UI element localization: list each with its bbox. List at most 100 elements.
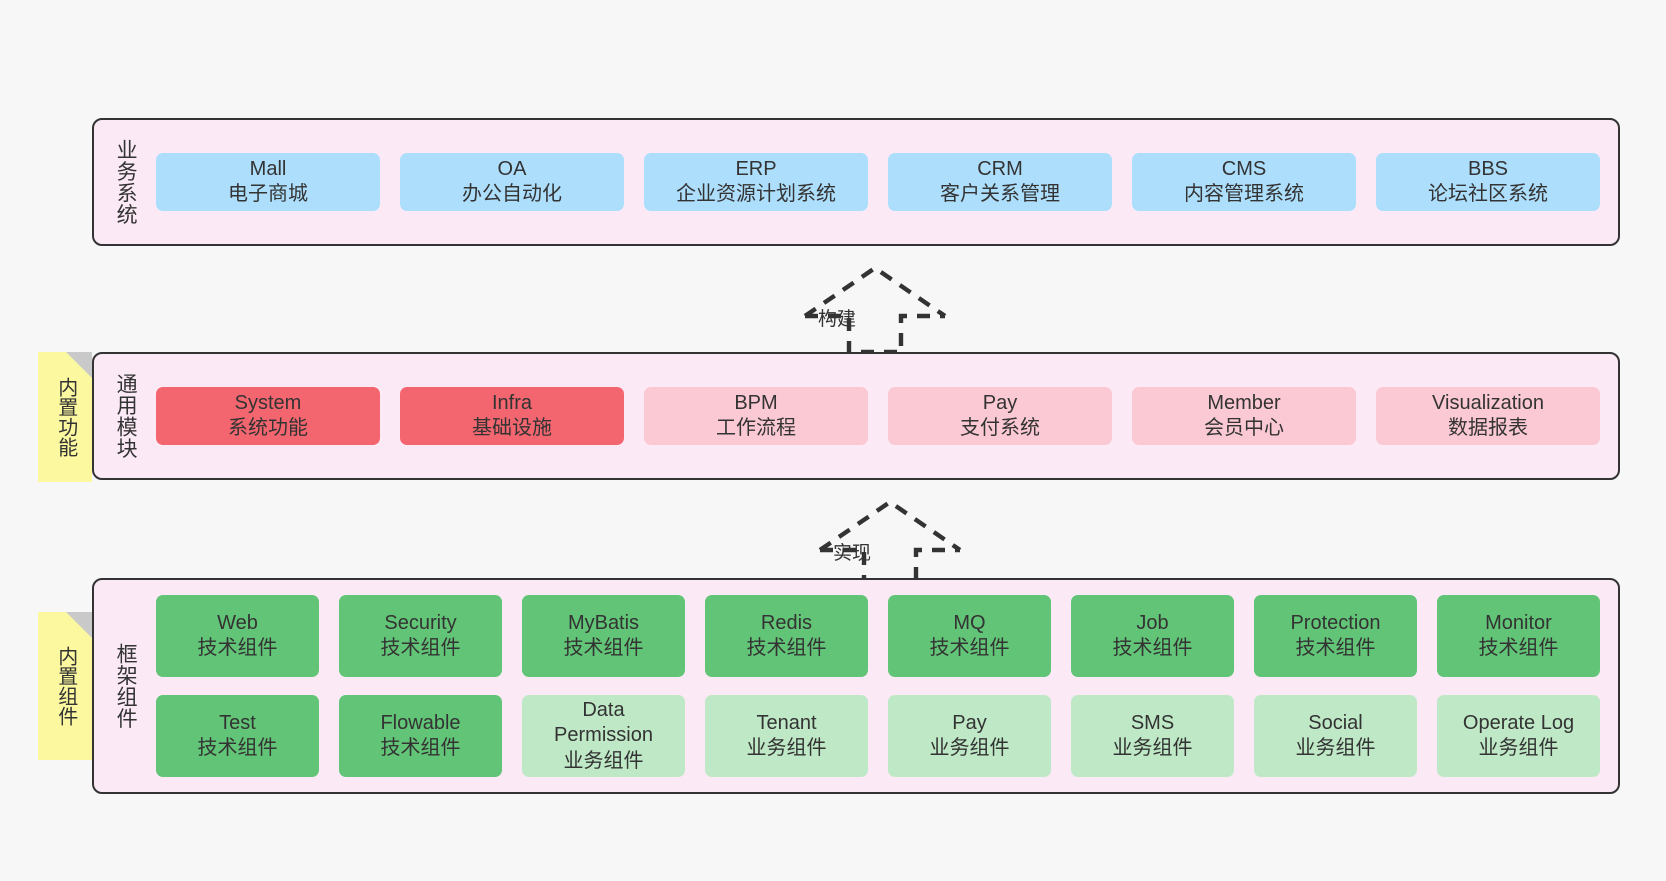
card-subtitle: 系统功能	[228, 417, 308, 439]
card-subtitle: 客户关系管理	[940, 183, 1060, 205]
card-erp[interactable]: ERP 企业资源计划系统	[644, 152, 868, 212]
card-title: Security	[384, 611, 457, 634]
card-subtitle: 论坛社区系统	[1428, 183, 1548, 205]
card-test[interactable]: Test 技术组件	[156, 695, 319, 777]
layer-title-common-modules: 通用模块	[114, 373, 138, 459]
card-tenant[interactable]: Tenant 业务组件	[705, 695, 868, 777]
card-subtitle: 基础设施	[472, 417, 552, 439]
card-subtitle: 会员中心	[1204, 417, 1284, 439]
layer-business-systems: 业务系统 Mall 电子商城 OA 办公自动化 ERP 企业资源计划系统 CRM…	[92, 118, 1620, 246]
sticky-note-label: 内置组件	[54, 646, 77, 726]
card-flowable[interactable]: Flowable 技术组件	[339, 695, 502, 777]
card-title: BBS	[1467, 157, 1509, 180]
card-title: Redis	[760, 611, 813, 634]
card-mall[interactable]: Mall 电子商城	[156, 152, 380, 212]
card-subtitle: 业务组件	[1478, 737, 1559, 759]
card-subtitle: 电子商城	[228, 183, 308, 205]
layer-body-common-modules: System 系统功能 Infra 基础设施 BPM 工作流程 Pay 支付系统…	[148, 354, 1618, 478]
card-title: Visualization	[1432, 391, 1544, 414]
card-title: Monitor	[1485, 611, 1552, 634]
layer-framework-components: 框架组件 Web 技术组件 Security 技术组件 MyBatis 技术组件…	[92, 578, 1620, 794]
card-cms[interactable]: CMS 内容管理系统	[1132, 152, 1356, 212]
card-title: Tenant	[756, 711, 817, 734]
card-title: Test	[219, 711, 256, 734]
card-subtitle: 技术组件	[1112, 637, 1193, 659]
layer-title-business-systems: 业务系统	[114, 139, 138, 225]
card-sms[interactable]: SMS 业务组件	[1071, 695, 1234, 777]
card-monitor[interactable]: Monitor 技术组件	[1437, 595, 1600, 677]
card-subtitle: 业务组件	[1112, 737, 1193, 759]
card-bbs[interactable]: BBS 论坛社区系统	[1376, 152, 1600, 212]
card-subtitle: 业务组件	[746, 737, 827, 759]
card-subtitle: 业务组件	[1295, 737, 1376, 759]
sticky-note-builtin-features: 内置功能	[38, 352, 92, 482]
card-subtitle: 技术组件	[1295, 637, 1376, 659]
card-subtitle: 数据报表	[1448, 417, 1528, 439]
card-title: System	[234, 391, 302, 414]
card-title: Operate Log	[1462, 711, 1575, 734]
card-subtitle: 技术组件	[197, 737, 278, 759]
card-title: Infra	[491, 391, 533, 414]
card-row: Web 技术组件 Security 技术组件 MyBatis 技术组件 Redi…	[156, 595, 1600, 677]
sticky-note-label: 内置功能	[54, 377, 77, 457]
card-subtitle: 企业资源计划系统	[676, 183, 836, 205]
card-redis[interactable]: Redis 技术组件	[705, 595, 868, 677]
card-mq[interactable]: MQ 技术组件	[888, 595, 1051, 677]
connector-implement: 实现	[815, 496, 965, 589]
arrow-head-outline	[818, 499, 962, 552]
card-subtitle: 内容管理系统	[1184, 183, 1304, 205]
card-title: Pay	[982, 391, 1018, 414]
card-system[interactable]: System 系统功能	[156, 386, 380, 446]
card-operate-log[interactable]: Operate Log 业务组件	[1437, 695, 1600, 777]
card-infra[interactable]: Infra 基础设施	[400, 386, 624, 446]
connector-label-build: 构建	[818, 309, 857, 330]
layer-body-business-systems: Mall 电子商城 OA 办公自动化 ERP 企业资源计划系统 CRM 客户关系…	[148, 120, 1618, 244]
note-fold-corner-icon	[66, 352, 92, 378]
card-title: Mall	[249, 157, 287, 180]
card-title: Pay	[952, 711, 987, 734]
card-oa[interactable]: OA 办公自动化	[400, 152, 624, 212]
card-subtitle: 技术组件	[380, 737, 461, 759]
card-title: CRM	[977, 157, 1023, 180]
layer-title-framework-components: 框架组件	[114, 643, 138, 729]
card-title: Member	[1207, 391, 1281, 414]
card-subtitle: 支付系统	[960, 417, 1040, 439]
card-row: System 系统功能 Infra 基础设施 BPM 工作流程 Pay 支付系统…	[156, 386, 1600, 446]
card-web[interactable]: Web 技术组件	[156, 595, 319, 677]
card-subtitle: 业务组件	[929, 737, 1010, 759]
connector-label-implement: 实现	[833, 543, 872, 564]
card-social[interactable]: Social 业务组件	[1254, 695, 1417, 777]
card-subtitle: 业务组件	[563, 749, 644, 772]
card-member[interactable]: Member 会员中心	[1132, 386, 1356, 446]
card-job[interactable]: Job 技术组件	[1071, 595, 1234, 677]
layer-common-modules: 通用模块 System 系统功能 Infra 基础设施 BPM 工作流程 Pay…	[92, 352, 1620, 480]
card-title: MQ	[953, 611, 986, 634]
card-bpm[interactable]: BPM 工作流程	[644, 386, 868, 446]
card-subtitle: 技术组件	[563, 637, 644, 659]
card-title: ERP	[735, 157, 777, 180]
card-title: Social	[1308, 711, 1363, 734]
card-subtitle: 技术组件	[1478, 637, 1559, 659]
card-subtitle: 技术组件	[380, 637, 461, 659]
card-data-permission[interactable]: Data Permission 业务组件	[522, 695, 685, 777]
card-title: Web	[217, 611, 258, 634]
card-subtitle: 办公自动化	[462, 183, 562, 205]
note-fold-corner-icon	[66, 612, 92, 638]
card-title: Data Permission	[554, 699, 653, 747]
card-protection[interactable]: Protection 技术组件	[1254, 595, 1417, 677]
card-title: Protection	[1290, 611, 1381, 634]
card-title: Flowable	[380, 711, 461, 734]
card-crm[interactable]: CRM 客户关系管理	[888, 152, 1112, 212]
card-pay-business[interactable]: Pay 业务组件	[888, 695, 1051, 777]
card-title: BPM	[734, 391, 778, 414]
card-visualization[interactable]: Visualization 数据报表	[1376, 386, 1600, 446]
card-mybatis[interactable]: MyBatis 技术组件	[522, 595, 685, 677]
card-subtitle: 技术组件	[929, 637, 1010, 659]
layer-body-framework-components: Web 技术组件 Security 技术组件 MyBatis 技术组件 Redi…	[148, 580, 1618, 792]
card-row: Test 技术组件 Flowable 技术组件 Data Permission …	[156, 695, 1600, 777]
card-row: Mall 电子商城 OA 办公自动化 ERP 企业资源计划系统 CRM 客户关系…	[156, 152, 1600, 212]
card-subtitle: 工作流程	[716, 417, 796, 439]
card-pay[interactable]: Pay 支付系统	[888, 386, 1112, 446]
card-security[interactable]: Security 技术组件	[339, 595, 502, 677]
